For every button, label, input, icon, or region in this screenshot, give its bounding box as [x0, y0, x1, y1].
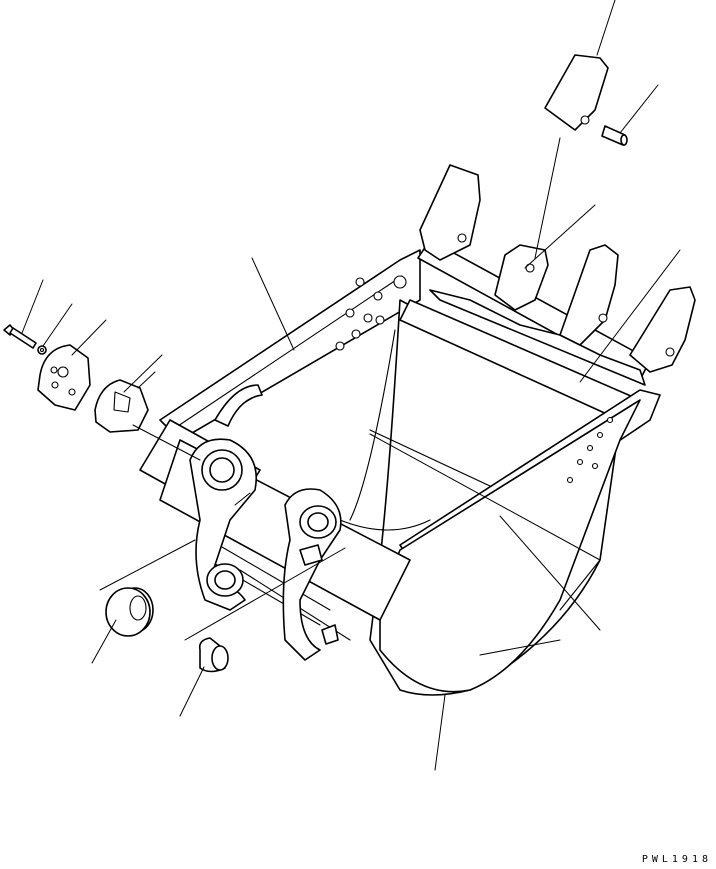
- bolt: [3, 324, 37, 349]
- plain-bushing: [198, 637, 229, 673]
- tooth-point: [544, 54, 609, 131]
- teeth-row: [417, 164, 696, 386]
- side-hub: [37, 344, 91, 411]
- drawing-code-label: PWL1918: [641, 854, 712, 865]
- washer: [37, 345, 47, 355]
- shim-ring: [94, 379, 149, 433]
- bucket-body: [139, 249, 661, 696]
- leader-lines: [21, 0, 681, 771]
- flanged-bushing: [105, 587, 154, 637]
- tooth-pin: [601, 125, 628, 146]
